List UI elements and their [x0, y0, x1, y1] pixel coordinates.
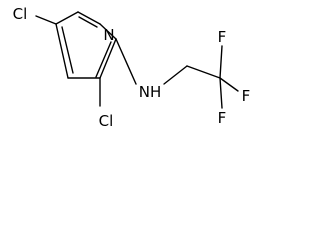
bond-c4-c5-double: [61, 26, 74, 74]
bond-c5-cl: [35, 15, 57, 25]
bond-nh-ch2: [163, 65, 188, 85]
bond-c2-nh: [115, 38, 137, 85]
atom-label-nh: NH: [139, 83, 162, 101]
atom-label-cl-top: Cl: [13, 5, 28, 23]
bond-c5-c6: [55, 11, 79, 25]
atom-label-cl-bottom: Cl: [99, 112, 114, 130]
bond-c2-c3: [99, 38, 117, 79]
bond-c-f-bottom: [219, 77, 223, 109]
atom-label-f-right: F: [242, 87, 251, 105]
bond-c4-c5: [55, 23, 69, 79]
atom-label-f-top: F: [218, 28, 227, 46]
bond-c6-n1-double: [78, 16, 98, 28]
molecule-diagram: Cl N Cl NH F F F: [13, 5, 251, 130]
bond-n1-c2: [99, 23, 117, 40]
atom-label-f-bottom: F: [218, 109, 227, 127]
bond-c6-n1: [77, 11, 101, 25]
atom-label-n-ring: N: [103, 26, 114, 44]
bond-c-f-top: [219, 45, 223, 79]
bond-c-f-right: [219, 77, 239, 92]
bond-ch2-cf3: [186, 65, 221, 79]
bond-c2-c3-double: [95, 41, 112, 78]
